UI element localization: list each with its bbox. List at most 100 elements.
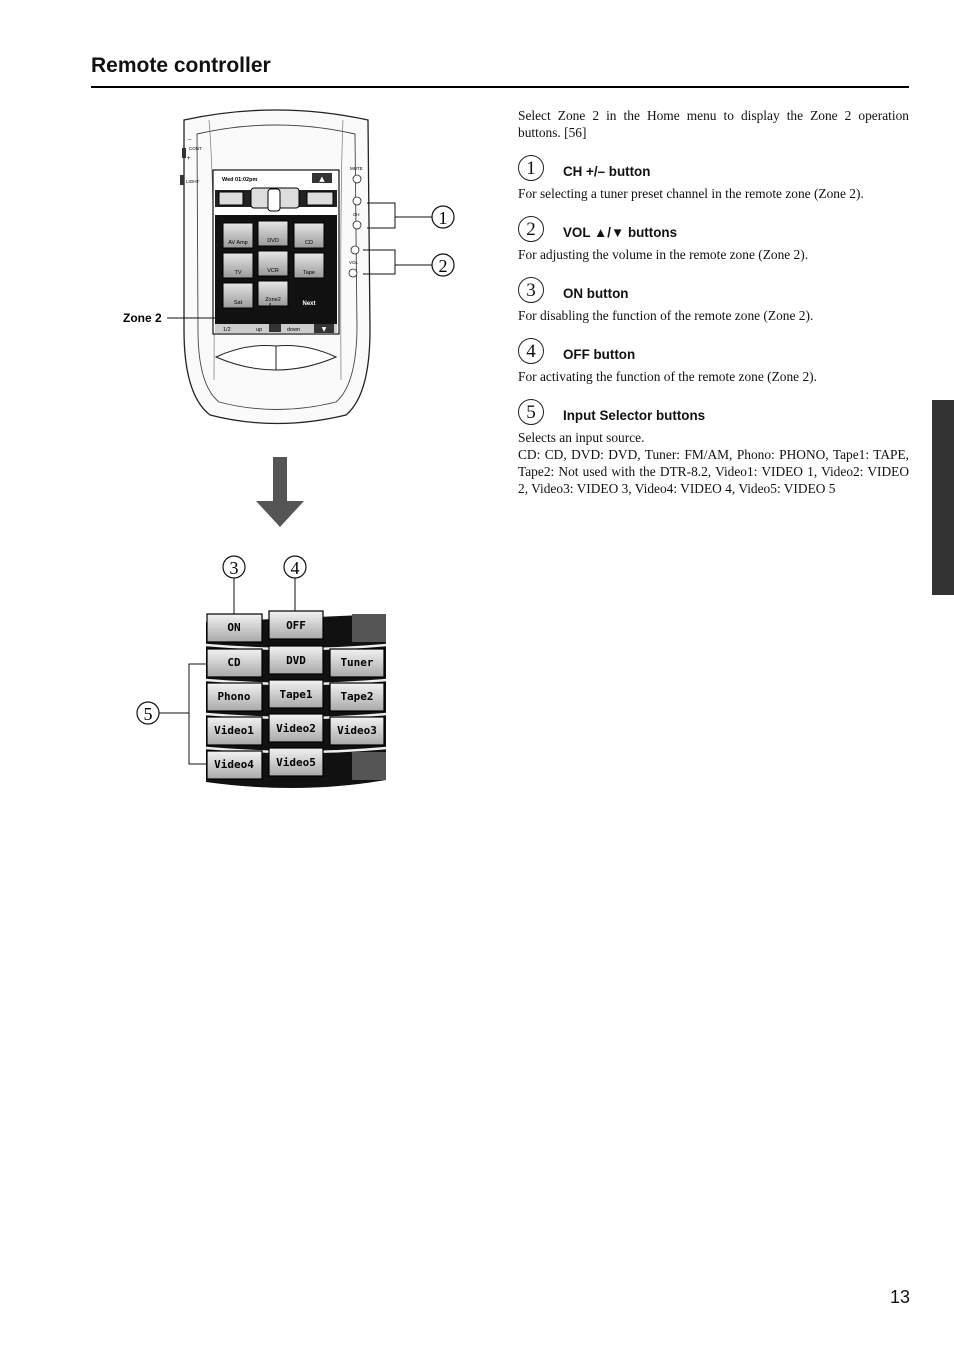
video2-button-label: Video2: [276, 722, 316, 735]
callout-number: 2: [518, 216, 544, 242]
tile-label: VCR: [267, 268, 279, 274]
page-indicator: 1/2: [223, 327, 231, 333]
cont-label: CONT: [189, 146, 202, 151]
vol-label: VOL: [349, 260, 359, 265]
minus-label: –: [188, 137, 192, 143]
tile-label: DVD: [267, 238, 279, 244]
video5-button-label: Video5: [276, 756, 316, 769]
tape2-button-label: Tape2: [340, 690, 373, 703]
ch-label: CH: [353, 212, 360, 217]
section-tab: [932, 400, 954, 595]
item-title: OFF button: [563, 347, 636, 362]
callout-2: [431, 253, 455, 277]
tape2-button[interactable]: [329, 682, 385, 712]
dvd-button[interactable]: [268, 645, 324, 675]
zone2-label: Zone 2: [123, 311, 162, 325]
down-arrow-icon: ▼: [322, 326, 327, 333]
item-on-button: 3 ON button For disabling the function of…: [518, 273, 909, 324]
screen-tiles: AV Amp DVD CD TV VCR Tape Sat Zone2 Next: [222, 220, 325, 309]
vol-down-button-icon[interactable]: [350, 245, 360, 255]
item-title: CH +/– button: [563, 164, 651, 179]
screen-clock: Wed 01:02pm: [222, 177, 257, 183]
tile-av-amp[interactable]: [222, 222, 254, 249]
item-vol-buttons: 2 VOL ▲/▼ buttons For adjusting the volum…: [518, 212, 909, 263]
back-button[interactable]: [306, 191, 334, 206]
tile-vcr[interactable]: [257, 250, 289, 277]
phono-button[interactable]: [206, 682, 263, 712]
callout-number: 5: [518, 399, 544, 425]
tuner-button[interactable]: [329, 648, 385, 678]
tuner-button-label: Tuner: [340, 656, 373, 669]
callout-4-label: 4: [291, 558, 300, 578]
intro-paragraph: Select Zone 2 in the Home menu to displa…: [518, 108, 909, 140]
off-button[interactable]: [268, 610, 324, 640]
mute-label: MUTE: [350, 166, 363, 171]
tape1-button-label: Tape1: [279, 688, 312, 701]
video1-button-label: Video1: [214, 724, 254, 737]
callout-3-label: 3: [230, 558, 239, 578]
tile-label: Zone2: [265, 297, 281, 303]
item-description: For adjusting the volume in the remote z…: [518, 247, 809, 262]
scroll-down-button[interactable]: [314, 324, 334, 333]
video3-button-label: Video3: [337, 724, 377, 737]
callout-2-label: 2: [439, 256, 448, 276]
down-label[interactable]: down: [287, 327, 300, 333]
tile-label: TV: [234, 270, 241, 276]
cd-button[interactable]: [206, 648, 263, 678]
item-ch-button: 1 CH +/– button For selecting a tuner pre…: [518, 151, 909, 202]
item-title: Input Selector buttons: [563, 408, 706, 423]
page-title: Remote controller: [91, 54, 271, 77]
off-button-label: OFF: [286, 619, 306, 632]
tile-tape[interactable]: [293, 252, 325, 279]
next-button[interactable]: Next: [302, 301, 315, 307]
item-title: ON button: [563, 286, 629, 301]
video4-button[interactable]: [206, 750, 263, 780]
on-button-label: ON: [227, 621, 240, 634]
vol-up-button-icon[interactable]: [348, 268, 358, 278]
item-description: For disabling the function of the remote…: [518, 308, 814, 323]
scroll-up-button[interactable]: [312, 173, 332, 183]
tape1-button[interactable]: [268, 679, 324, 709]
video1-button[interactable]: [206, 716, 263, 746]
item-description: Selects an input source. CD: CD, DVD: DV…: [518, 430, 909, 496]
tile-label: CD: [305, 240, 313, 246]
on-button[interactable]: [206, 613, 263, 643]
callout-number: 1: [518, 155, 544, 181]
text-column: Select Zone 2 in the Home menu to displa…: [518, 107, 909, 497]
down-arrow-icon: [256, 457, 304, 527]
page-number: 13: [889, 1287, 910, 1307]
up-label[interactable]: up: [256, 327, 262, 333]
tile-label: Tape: [303, 270, 315, 276]
callout-1: [431, 205, 455, 229]
plus-label: +: [187, 156, 191, 162]
tile-label: AV Amp: [228, 240, 247, 246]
menu-button[interactable]: [218, 191, 244, 206]
tile-sat[interactable]: [222, 282, 254, 309]
scroll-icon: [269, 324, 281, 332]
callout-number: 4: [518, 338, 544, 364]
tile-dvd[interactable]: [257, 220, 289, 247]
video2-button[interactable]: [268, 713, 324, 743]
screen-bottom-bar: 1/2 up down ▼: [215, 324, 337, 333]
item-off-button: 4 OFF button For activating the function …: [518, 334, 909, 385]
tile-label: Sat: [234, 300, 243, 306]
mute-button-icon[interactable]: [352, 174, 362, 184]
item-input-selector: 5 Input Selector buttons Selects an input…: [518, 395, 909, 497]
ch-plus-button-icon[interactable]: [352, 196, 362, 206]
cd-button-label: CD: [227, 656, 241, 669]
tile-zone2[interactable]: [257, 280, 289, 307]
item-description: For selecting a tuner preset channel in …: [518, 186, 864, 201]
item-description: For activating the function of the remot…: [518, 369, 817, 384]
up-arrow-icon: ▲: [319, 175, 325, 183]
video3-button[interactable]: [329, 716, 385, 746]
callout-number: 3: [518, 277, 544, 303]
video5-button[interactable]: [268, 747, 324, 777]
tile-tv[interactable]: [222, 252, 254, 279]
callout-5-label: 5: [144, 704, 153, 724]
ch-minus-button-icon[interactable]: [352, 220, 362, 230]
tile-cd[interactable]: [293, 222, 325, 249]
item-title: VOL ▲/▼ buttons: [563, 225, 678, 240]
right-hard-button[interactable]: [275, 345, 338, 371]
phono-button-label: Phono: [217, 690, 250, 703]
